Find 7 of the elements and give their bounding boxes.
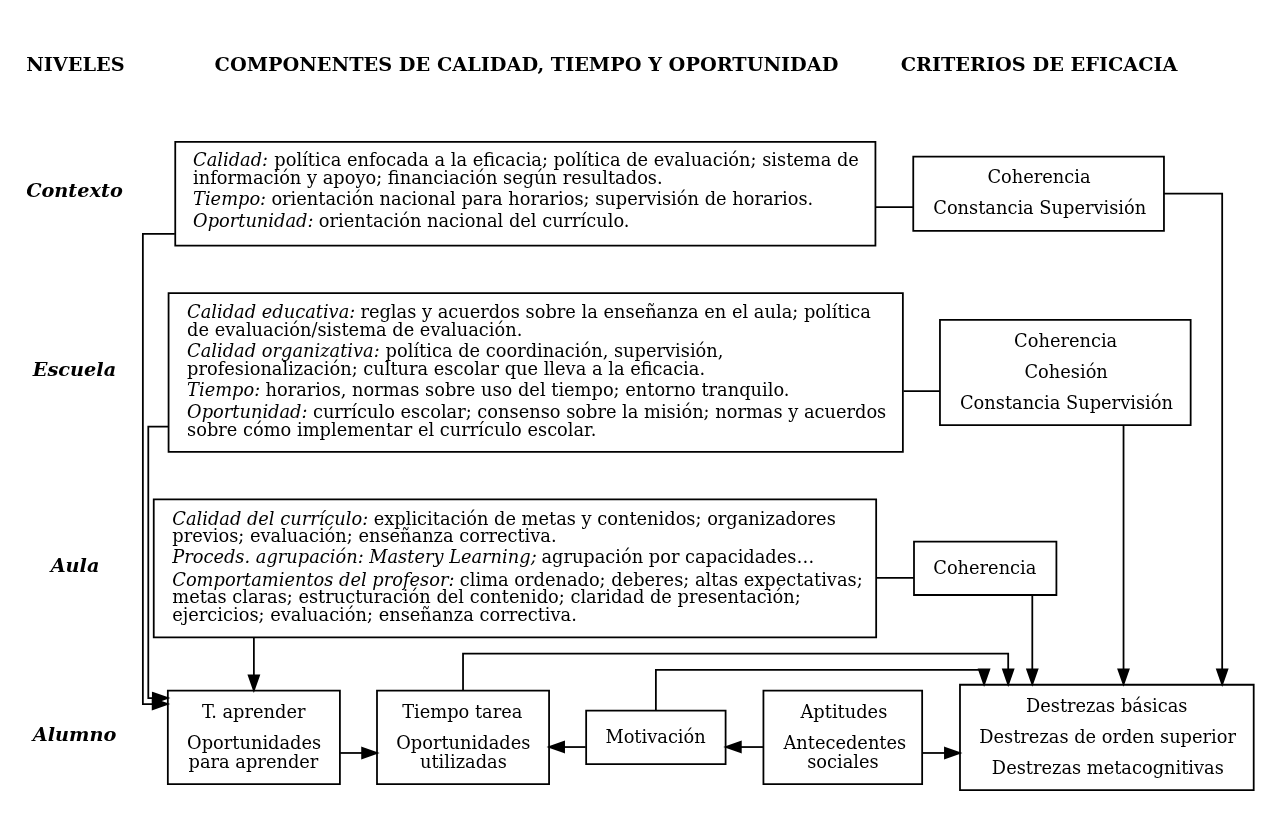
- label: COMPONENTES DE CALIDAD, TIEMPO Y OPORTUNIDAD: [214, 52, 839, 76]
- label: Aula: [50, 553, 100, 577]
- label: Contexto: [26, 178, 123, 202]
- label: NIVELES: [26, 52, 125, 76]
- label: Escuela: [32, 357, 117, 381]
- label: CRITERIOS DE EFICACIA: [900, 52, 1178, 76]
- label: Alumno: [32, 722, 117, 746]
